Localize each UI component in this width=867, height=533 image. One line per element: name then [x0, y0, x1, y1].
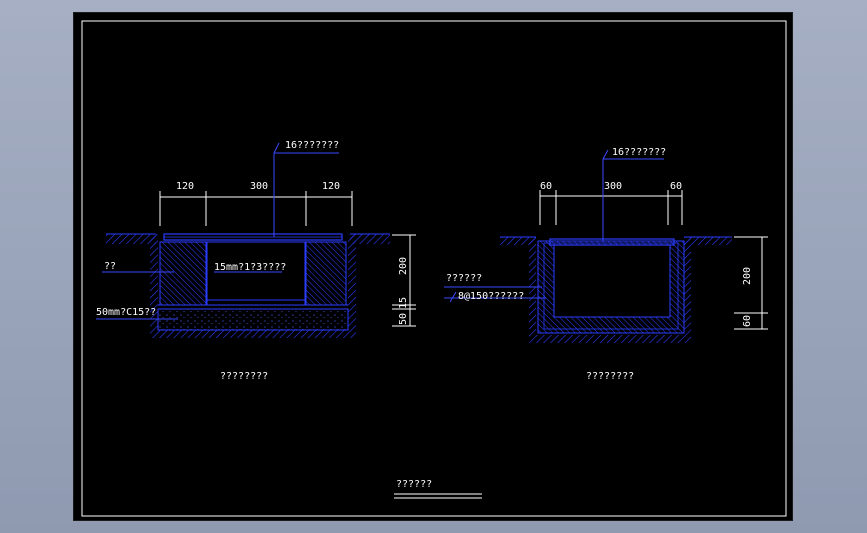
left-wall-left: [159, 241, 207, 306]
left-leader-top: 16???????: [285, 140, 339, 151]
left-dim-right-2: 50: [398, 313, 409, 325]
right-dim-right-1: 200: [742, 267, 753, 285]
right-leader-left-2: 8@150??????: [458, 291, 524, 302]
cad-drawing: 120 300 120 16??????? 15mm?1?3???? ?? 50…: [81, 20, 787, 517]
left-ground-right: [350, 234, 390, 244]
right-dim-top-1: 60: [540, 181, 552, 192]
left-dim-right-1: 200: [398, 257, 409, 275]
right-ground-right: [684, 237, 732, 245]
left-dim-right-3: 15: [398, 297, 409, 309]
right-dim-right-2: 60: [742, 315, 753, 327]
left-base-layer: [157, 308, 349, 331]
left-ground-left: [106, 234, 156, 244]
right-dim-top-2: 300: [604, 181, 622, 192]
left-caption: ????????: [220, 371, 268, 382]
left-leader-bottom: 50mm?C15??: [96, 307, 156, 318]
right-caption: ????????: [586, 371, 634, 382]
drawing-border: [81, 20, 787, 517]
right-cavity: [553, 244, 671, 318]
left-dim-top-1: 120: [176, 181, 194, 192]
drawing-canvas[interactable]: 120 300 120 16??????? 15mm?1?3???? ?? 50…: [73, 12, 793, 521]
right-dim-top-3: 60: [670, 181, 682, 192]
left-section: 120 300 120 16??????? 15mm?1?3???? ?? 50…: [96, 140, 416, 382]
right-cover-plate: [549, 238, 675, 246]
right-section: 60 300 60 16??????? ?????? 8@150?????? 2…: [444, 147, 768, 382]
right-leader-left-1: ??????: [446, 273, 482, 284]
right-leader-top: 16???????: [612, 147, 666, 158]
left-leader-mid: 15mm?1?3????: [214, 262, 286, 273]
left-wall-right: [305, 241, 347, 306]
left-dim-top-2: 300: [250, 181, 268, 192]
drawing-title-block: ??????: [394, 479, 482, 499]
left-leader-left: ??: [104, 261, 116, 272]
right-ground-left: [500, 237, 536, 245]
drawing-title: ??????: [396, 479, 432, 490]
left-dim-top-3: 120: [322, 181, 340, 192]
